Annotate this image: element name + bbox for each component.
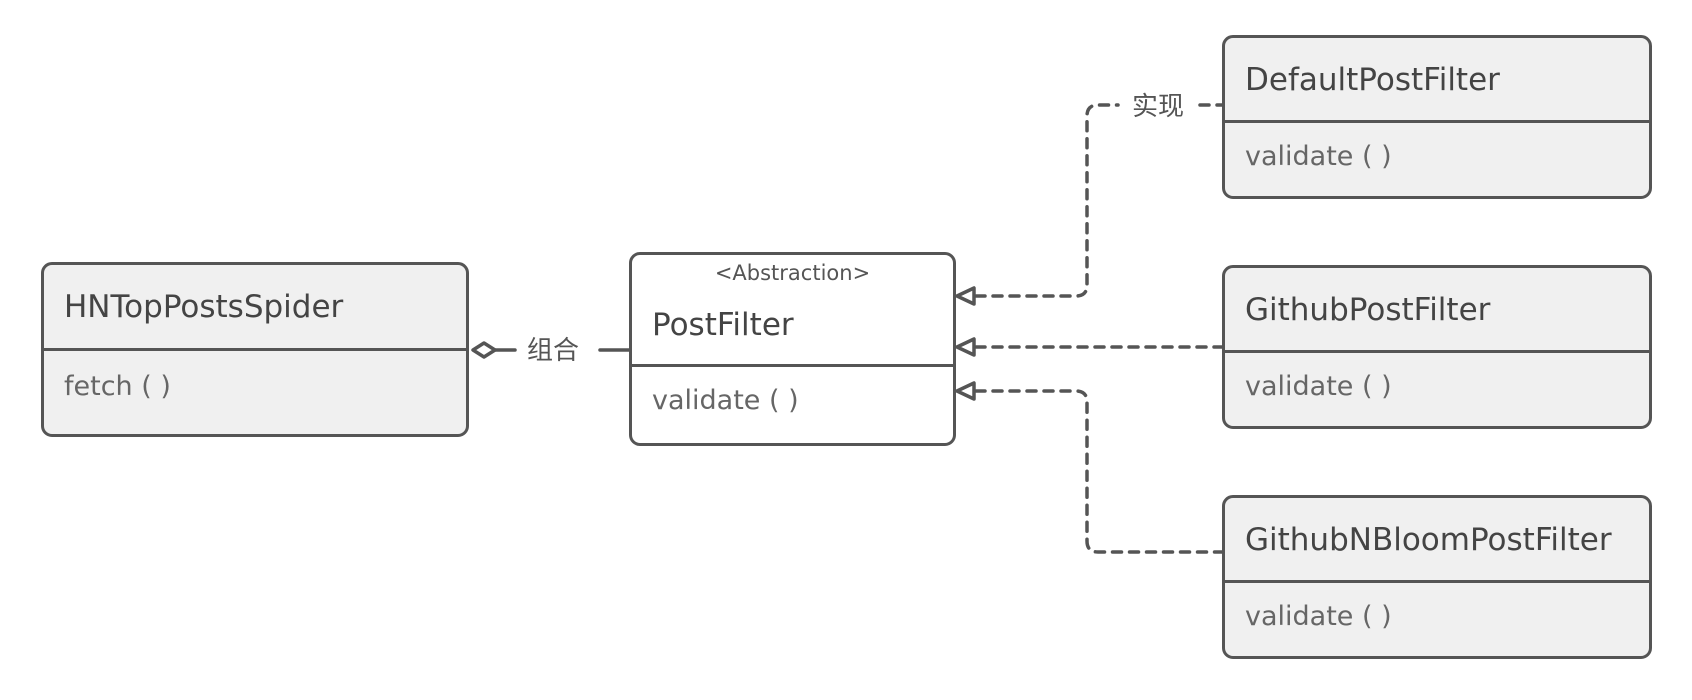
method-validate: validate ( ) xyxy=(652,385,799,416)
class-postfilter[interactable]: <Abstraction> PostFilter validate ( ) xyxy=(629,252,956,446)
method-fetch: fetch ( ) xyxy=(64,371,171,402)
class-name: GithubPostFilter xyxy=(1245,292,1491,328)
class-methods: validate ( ) xyxy=(632,367,953,443)
hollow-triangle-icon xyxy=(955,381,976,401)
class-githubpostfilter[interactable]: GithubPostFilter validate ( ) xyxy=(1222,265,1652,429)
class-header: DefaultPostFilter xyxy=(1225,38,1649,123)
class-header: GithubPostFilter xyxy=(1225,268,1649,353)
composition-label: 组合 xyxy=(521,330,586,367)
class-defaultpostfilter[interactable]: DefaultPostFilter validate ( ) xyxy=(1222,35,1652,199)
class-header: HNTopPostsSpider xyxy=(44,265,466,351)
class-methods: validate ( ) xyxy=(1225,583,1649,656)
class-header: <Abstraction> PostFilter xyxy=(632,255,953,367)
class-methods: validate ( ) xyxy=(1225,353,1649,426)
class-name: GithubNBloomPostFilter xyxy=(1245,522,1612,558)
class-githubnbloompostfilter[interactable]: GithubNBloomPostFilter validate ( ) xyxy=(1222,495,1652,659)
class-stereotype: <Abstraction> xyxy=(714,261,871,285)
realization-line-default xyxy=(974,103,1120,298)
hollow-triangle-icon xyxy=(955,337,976,357)
class-hntoppostsspider[interactable]: HNTopPostsSpider fetch ( ) xyxy=(41,262,469,437)
method-validate: validate ( ) xyxy=(1245,141,1392,172)
class-methods: fetch ( ) xyxy=(44,351,466,434)
class-methods: validate ( ) xyxy=(1225,123,1649,196)
class-header: GithubNBloomPostFilter xyxy=(1225,498,1649,583)
realization-label: 实现 xyxy=(1126,86,1191,123)
class-name: HNTopPostsSpider xyxy=(64,289,344,325)
class-name: PostFilter xyxy=(652,307,794,343)
class-name: DefaultPostFilter xyxy=(1245,62,1500,98)
hollow-diamond-icon xyxy=(471,341,497,359)
method-validate: validate ( ) xyxy=(1245,601,1392,632)
method-validate: validate ( ) xyxy=(1245,371,1392,402)
hollow-triangle-icon xyxy=(955,286,976,306)
realization-line-bloom xyxy=(974,389,1224,554)
